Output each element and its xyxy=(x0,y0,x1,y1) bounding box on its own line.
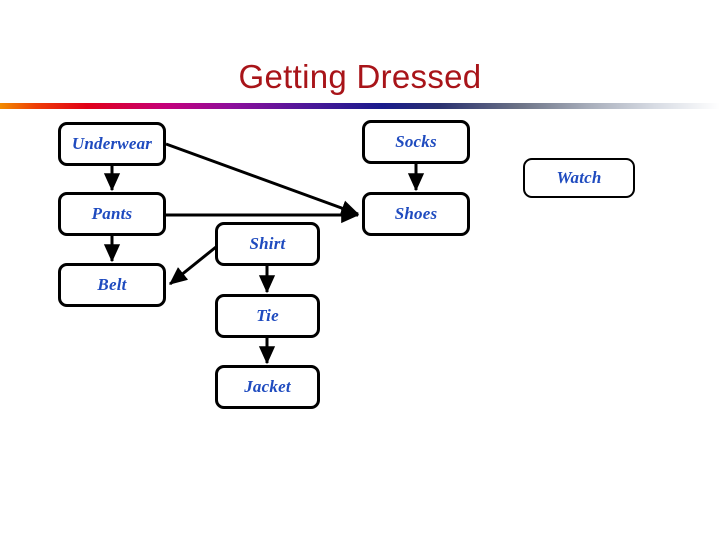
node-shirt-label: Shirt xyxy=(249,234,286,253)
edge-shirt-to-belt xyxy=(169,245,217,286)
node-jacket[interactable]: Jacket xyxy=(215,365,320,409)
node-belt[interactable]: Belt xyxy=(58,263,166,307)
node-watch[interactable]: Watch xyxy=(523,158,635,198)
title-divider-rule xyxy=(0,103,720,109)
page-title: Getting Dressed xyxy=(238,58,482,96)
node-watch-label: Watch xyxy=(556,168,602,187)
node-belt-label: Belt xyxy=(97,275,127,294)
node-pants-label: Pants xyxy=(91,204,133,223)
node-shirt[interactable]: Shirt xyxy=(215,222,320,266)
node-underwear[interactable]: Underwear xyxy=(58,122,166,166)
node-tie[interactable]: Tie xyxy=(215,294,320,338)
node-jacket-label: Jacket xyxy=(244,377,291,396)
node-tie-label: Tie xyxy=(256,306,279,325)
node-shoes-label: Shoes xyxy=(394,204,438,223)
node-pants[interactable]: Pants xyxy=(58,192,166,236)
edge-underwear-to-shoes xyxy=(165,142,360,216)
node-shoes[interactable]: Shoes xyxy=(362,192,470,236)
node-underwear-label: Underwear xyxy=(71,134,153,153)
node-socks[interactable]: Socks xyxy=(362,120,470,164)
node-socks-label: Socks xyxy=(395,132,437,151)
